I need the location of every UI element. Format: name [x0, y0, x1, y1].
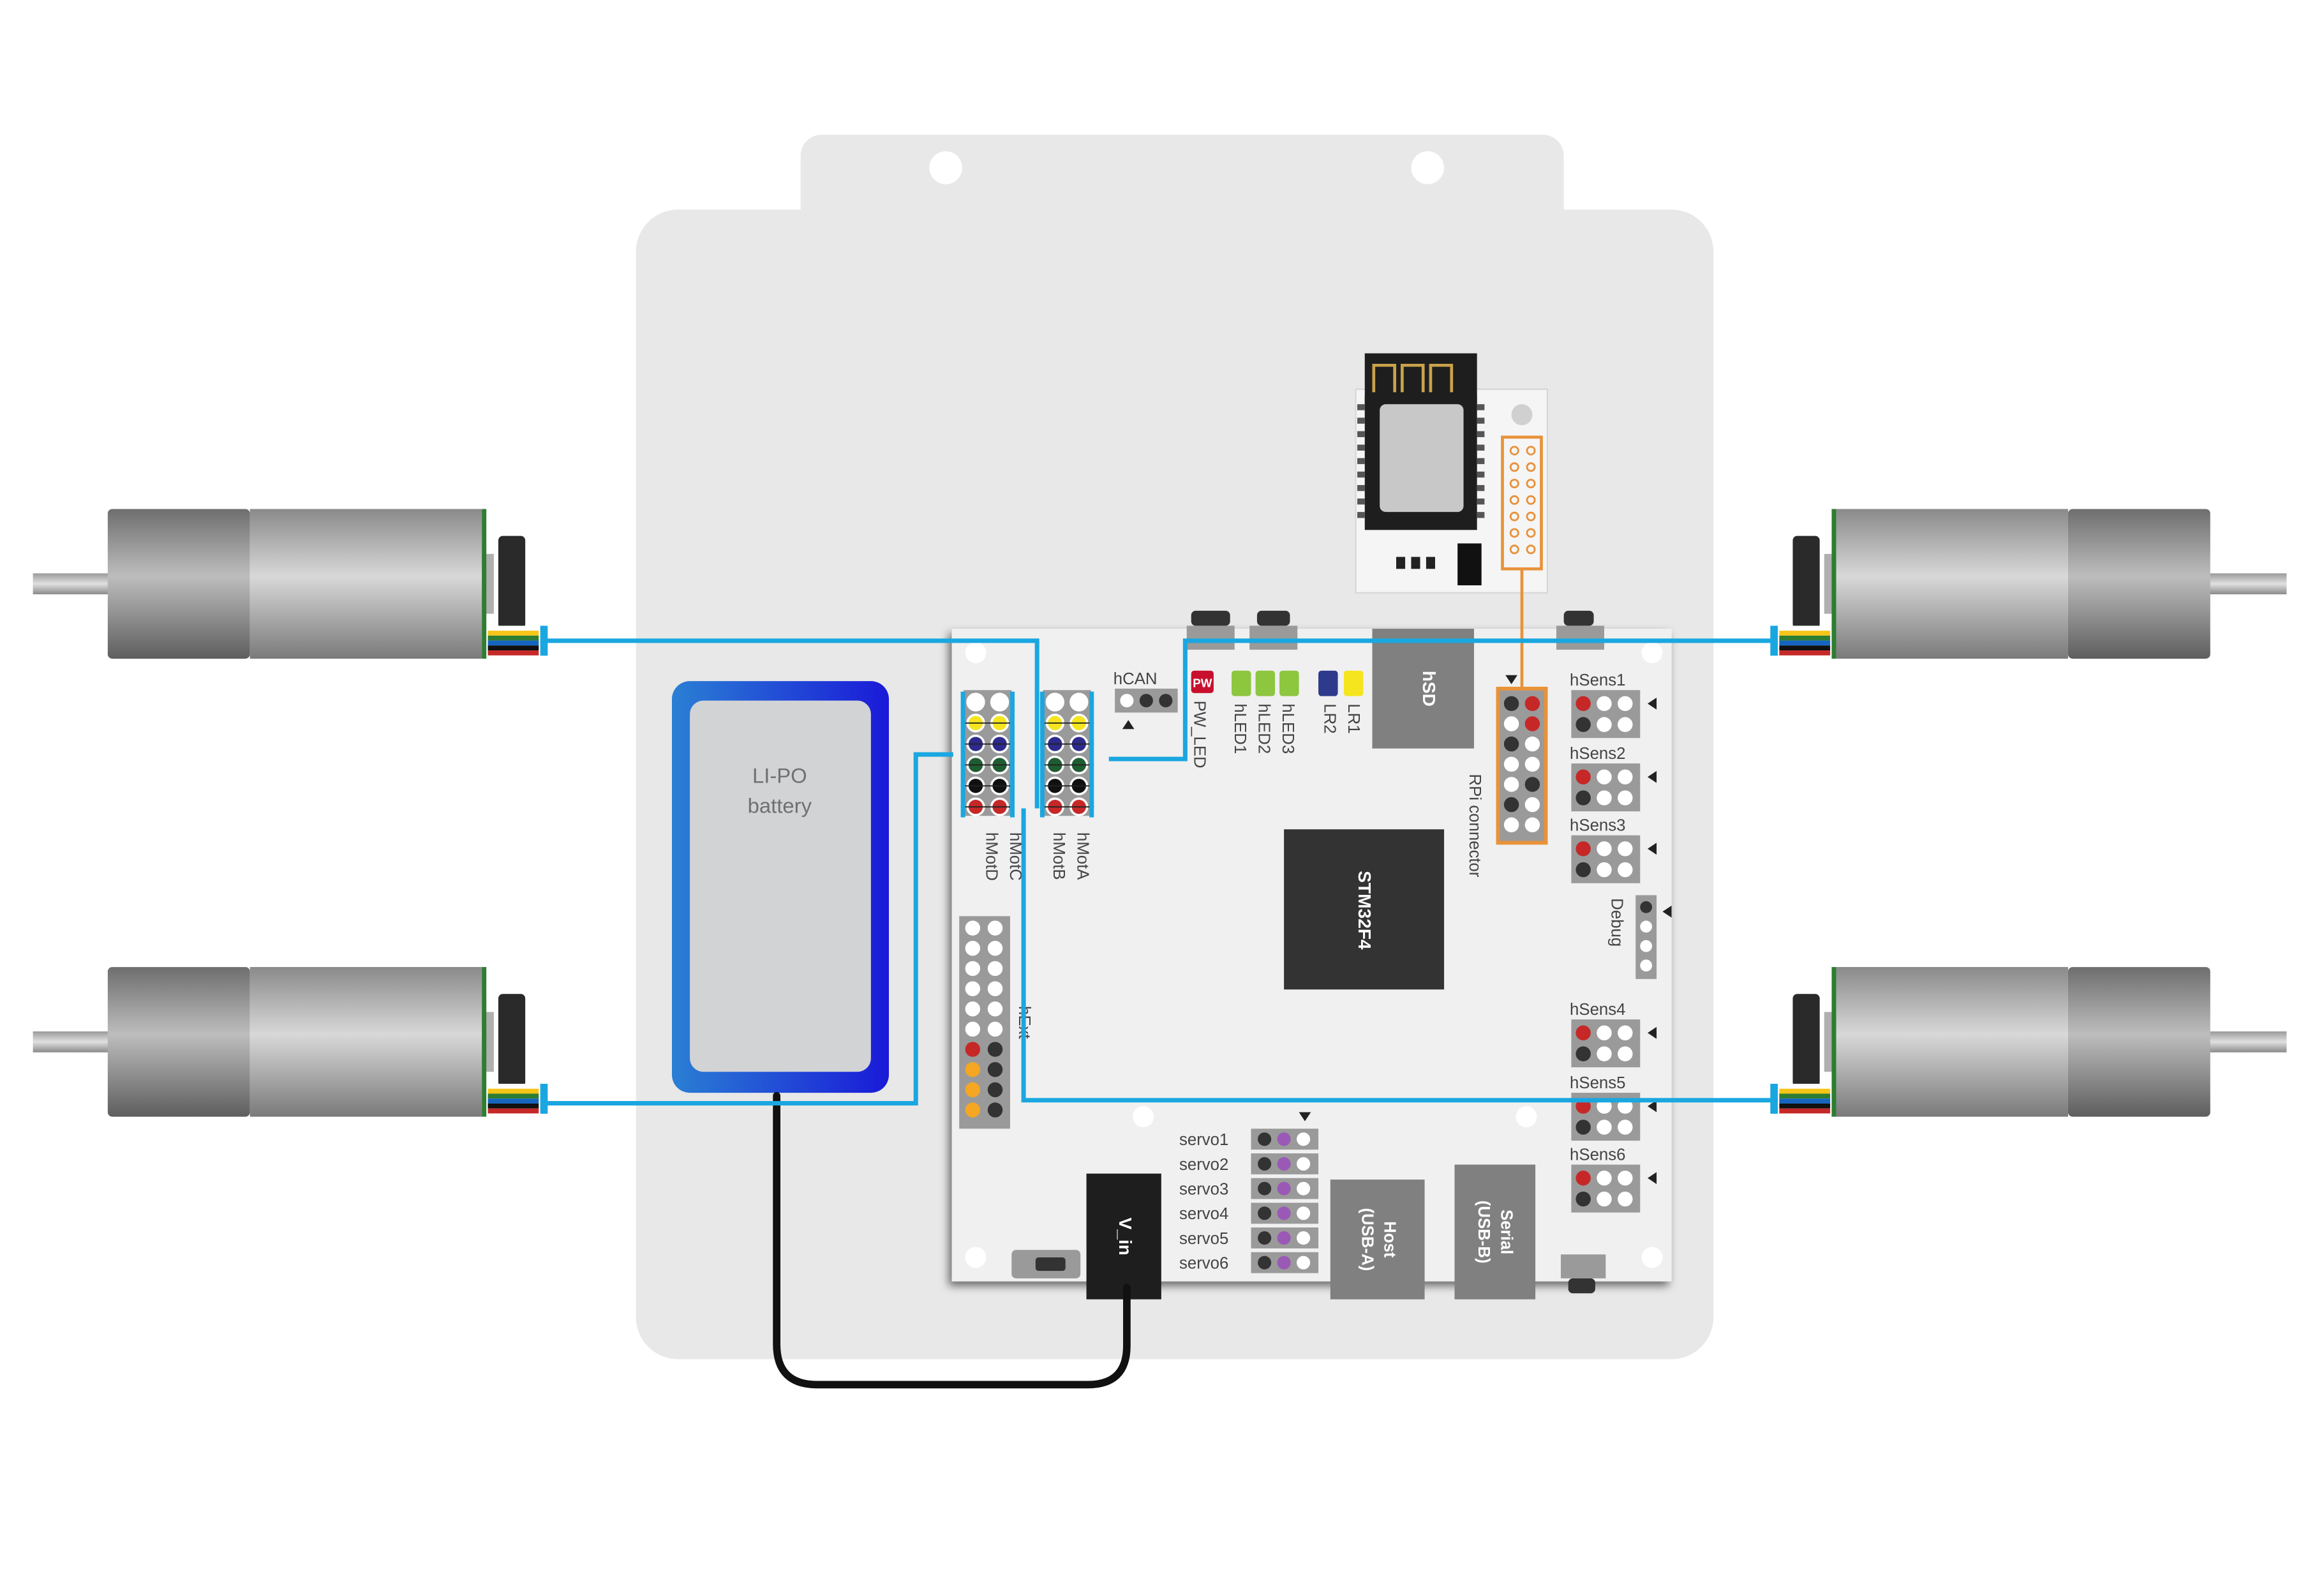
pw-badge: PW	[1193, 677, 1212, 690]
board-button[interactable]	[1563, 610, 1594, 626]
hmotc-label: hMotC	[1006, 832, 1024, 881]
hmotb-label: hMotB	[1050, 832, 1068, 880]
servo-port-5[interactable]: servo5	[1179, 1227, 1319, 1248]
hext-connector[interactable]	[959, 916, 1010, 1129]
sensor-label: hSens6	[1570, 1146, 1625, 1164]
host-label-line1: Host	[1380, 1221, 1398, 1258]
hled3	[1279, 670, 1299, 696]
servo-port-6[interactable]: servo6	[1179, 1252, 1319, 1273]
hled1-label: hLED1	[1231, 703, 1249, 754]
debug-label: Debug	[1608, 898, 1626, 947]
servo-ports: servo1 servo2 servo3 servo4 servo5 servo6	[1179, 1128, 1319, 1273]
sensor-port-3[interactable]: hSens3	[1570, 817, 1657, 883]
servo-label: servo3	[1179, 1181, 1228, 1199]
wifi-module	[1355, 353, 1549, 594]
servo-label: servo4	[1179, 1205, 1228, 1223]
hled2-label: hLED2	[1255, 703, 1272, 754]
sensor-label: hSens2	[1570, 745, 1625, 763]
dc-motor-left	[33, 509, 548, 659]
vin-label: V_in	[1115, 1217, 1135, 1255]
hled3-label: hLED3	[1279, 703, 1297, 754]
lr1-label: LR1	[1344, 703, 1362, 733]
serial-label-line2: (USB-B)	[1475, 1201, 1493, 1264]
lr1-led	[1343, 670, 1364, 696]
power-cable	[773, 1091, 1131, 1389]
hmotd-label: hMotD	[982, 832, 1000, 881]
serial-usb-b-port[interactable]	[1454, 1164, 1536, 1300]
motor-cables	[546, 638, 1778, 1105]
sensor-ports: hSens1 hSens2 hSens3 hSens4 hSens5 hSens6	[1570, 671, 1657, 1213]
lr2-label: LR2	[1320, 703, 1338, 733]
dc-motor-right	[1770, 509, 2287, 659]
dc-motor-left	[33, 967, 548, 1117]
hmota-label: hMotA	[1073, 832, 1091, 880]
core-board: hSD STM32F4 hCAN PW PW_LED hLED1 hLED2 h…	[951, 610, 1672, 1300]
sensor-port-1[interactable]: hSens1	[1570, 671, 1657, 738]
servo-port-3[interactable]: servo3	[1179, 1178, 1319, 1199]
serial-label-line1: Serial	[1497, 1210, 1515, 1254]
host-label-line2: (USB-A)	[1358, 1208, 1376, 1271]
cable-motor-front-right	[1108, 638, 1778, 761]
host-usb-a-port[interactable]	[1330, 1180, 1425, 1300]
board-button[interactable]	[1256, 610, 1290, 626]
motors	[33, 509, 2287, 1117]
sensor-label: hSens5	[1570, 1074, 1625, 1092]
hled1	[1232, 670, 1251, 696]
pw-led	[1191, 670, 1214, 693]
servo-port-4[interactable]: servo4	[1179, 1203, 1319, 1224]
motor-ports	[960, 690, 1094, 818]
battery-label-line2: battery	[748, 794, 812, 818]
rpi-connector[interactable]	[1496, 686, 1548, 845]
servo-port-1[interactable]: servo1	[1179, 1128, 1319, 1150]
sensor-port-4[interactable]: hSens4	[1570, 1001, 1657, 1068]
servo-port-2[interactable]: servo2	[1179, 1153, 1319, 1174]
motor-port-header[interactable]	[1039, 690, 1094, 818]
servo-label: servo5	[1179, 1230, 1228, 1248]
motor-port-header[interactable]	[960, 690, 1015, 818]
cable-motor-rear-left	[546, 752, 953, 1105]
hsd-label: hSD	[1419, 671, 1439, 707]
vin-connector[interactable]	[1086, 1173, 1161, 1300]
stm32-chip	[1284, 829, 1445, 990]
rpi-connector-label: RPi connector	[1466, 774, 1484, 878]
sensor-port-6[interactable]: hSens6	[1570, 1146, 1657, 1213]
hled2	[1255, 670, 1276, 696]
plate-mount-hole	[929, 151, 962, 184]
hsd-slot	[1372, 629, 1474, 749]
battery-label-line1: LI-PO	[752, 764, 807, 788]
chip-label: STM32F4	[1355, 871, 1374, 950]
lipo-battery: LI-PO battery	[671, 681, 890, 1093]
sensor-label: hSens1	[1570, 671, 1625, 689]
sensor-label: hSens4	[1570, 1001, 1625, 1019]
servo-label: servo2	[1179, 1156, 1228, 1174]
hcan-label: hCAN	[1114, 670, 1158, 688]
cable-motor-rear-right	[1021, 808, 1778, 1103]
dc-motor-right	[1770, 967, 2287, 1117]
board-button[interactable]	[1568, 1278, 1595, 1294]
servo-label: servo6	[1179, 1255, 1228, 1273]
cable-motor-front-left	[546, 638, 1039, 809]
board-button[interactable]	[1191, 610, 1230, 626]
sensor-label: hSens3	[1570, 817, 1625, 835]
servo-label: servo1	[1179, 1131, 1228, 1149]
pw-led-label: PW_LED	[1190, 701, 1208, 768]
plate-mount-hole	[1411, 151, 1445, 184]
sensor-port-2[interactable]: hSens2	[1570, 745, 1657, 812]
lr2-led	[1318, 670, 1338, 696]
